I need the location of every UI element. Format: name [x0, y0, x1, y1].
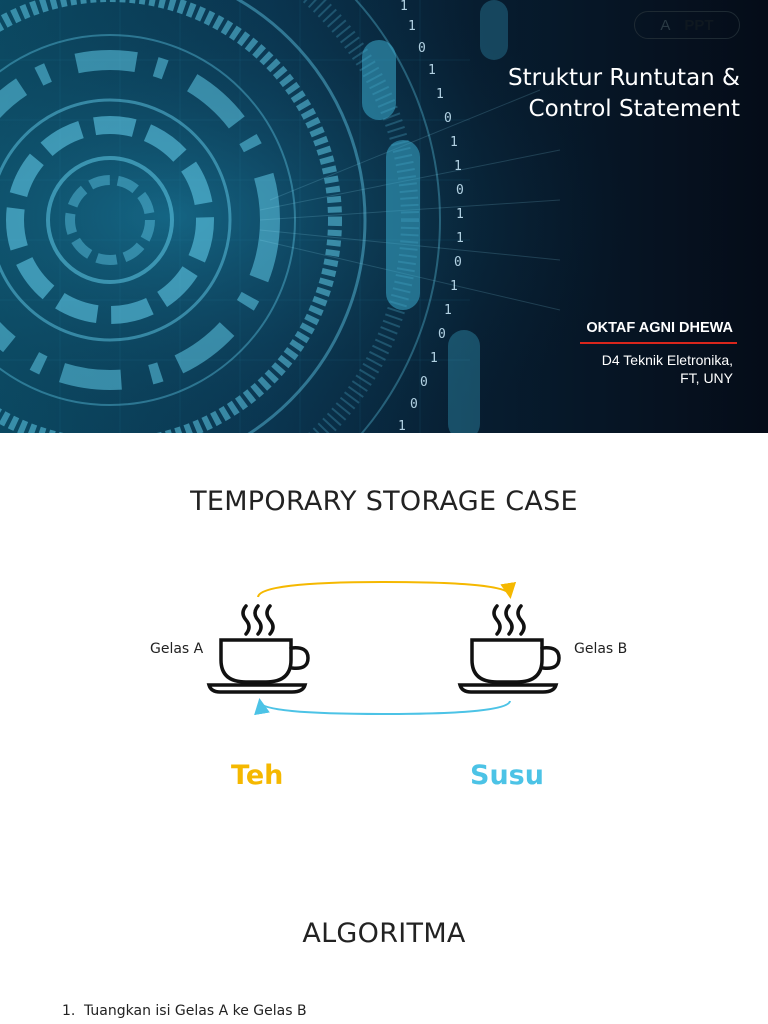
affiliation: D4 Teknik Eletronika, FT, UNY — [533, 351, 733, 387]
tech-circle-background: 110 110 110 110 110 100 1 — [0, 0, 768, 433]
svg-text:1: 1 — [444, 303, 452, 318]
svg-text:1: 1 — [456, 207, 464, 222]
accent-divider — [580, 342, 737, 344]
svg-text:1: 1 — [398, 419, 406, 433]
slide-title: TEMPORARY STORAGE CASE — [190, 486, 578, 517]
svg-text:1: 1 — [436, 87, 444, 102]
affiliation-line2: FT, UNY — [680, 370, 733, 386]
svg-text:1: 1 — [450, 279, 458, 294]
slide-title: ALGORITMA — [302, 918, 466, 949]
svg-text:0: 0 — [456, 183, 464, 198]
ppt-badge: A PPT — [634, 11, 740, 39]
affiliation-line1: D4 Teknik Eletronika, — [601, 352, 733, 368]
author-name: OKTAF AGNI DHEWA — [586, 320, 733, 336]
svg-text:0: 0 — [420, 375, 428, 390]
svg-text:1: 1 — [450, 135, 458, 150]
badge-letter: A — [660, 16, 671, 34]
svg-text:0: 0 — [418, 41, 426, 56]
svg-text:0: 0 — [454, 255, 462, 270]
svg-text:0: 0 — [444, 111, 452, 126]
step-text: Tuangkan isi Gelas A ke Gelas B — [84, 1003, 307, 1019]
svg-text:1: 1 — [400, 0, 408, 14]
slide-title: Struktur Runtutan & Control Statement — [380, 63, 740, 125]
arrow-a-to-b — [257, 580, 517, 599]
slide-title-line2: Control Statement — [528, 96, 740, 122]
list-item: 1. Tuangkan isi Gelas A ke Gelas B — [62, 1003, 307, 1019]
step-number: 1. — [62, 1003, 76, 1019]
coffee-cup-icon — [206, 604, 310, 694]
svg-text:1: 1 — [428, 63, 436, 78]
glass-a-label: Gelas A — [150, 641, 204, 657]
svg-text:1: 1 — [454, 159, 462, 174]
algorithm-steps: 1. Tuangkan isi Gelas A ke Gelas B — [62, 1003, 307, 1019]
drink-teh: Teh — [231, 760, 284, 791]
svg-text:1: 1 — [456, 231, 464, 246]
glass-b-label: Gelas B — [574, 641, 628, 657]
svg-text:1: 1 — [430, 351, 438, 366]
svg-text:1: 1 — [408, 19, 416, 34]
coffee-cup-icon — [457, 604, 561, 694]
drink-susu: Susu — [470, 760, 544, 791]
svg-text:0: 0 — [438, 327, 446, 342]
swap-arrows — [254, 580, 517, 716]
arrow-b-to-a — [254, 698, 511, 716]
badge-text: PPT — [684, 16, 714, 34]
slide-title-line1: Struktur Runtutan & — [508, 65, 740, 91]
svg-text:0: 0 — [410, 397, 418, 412]
